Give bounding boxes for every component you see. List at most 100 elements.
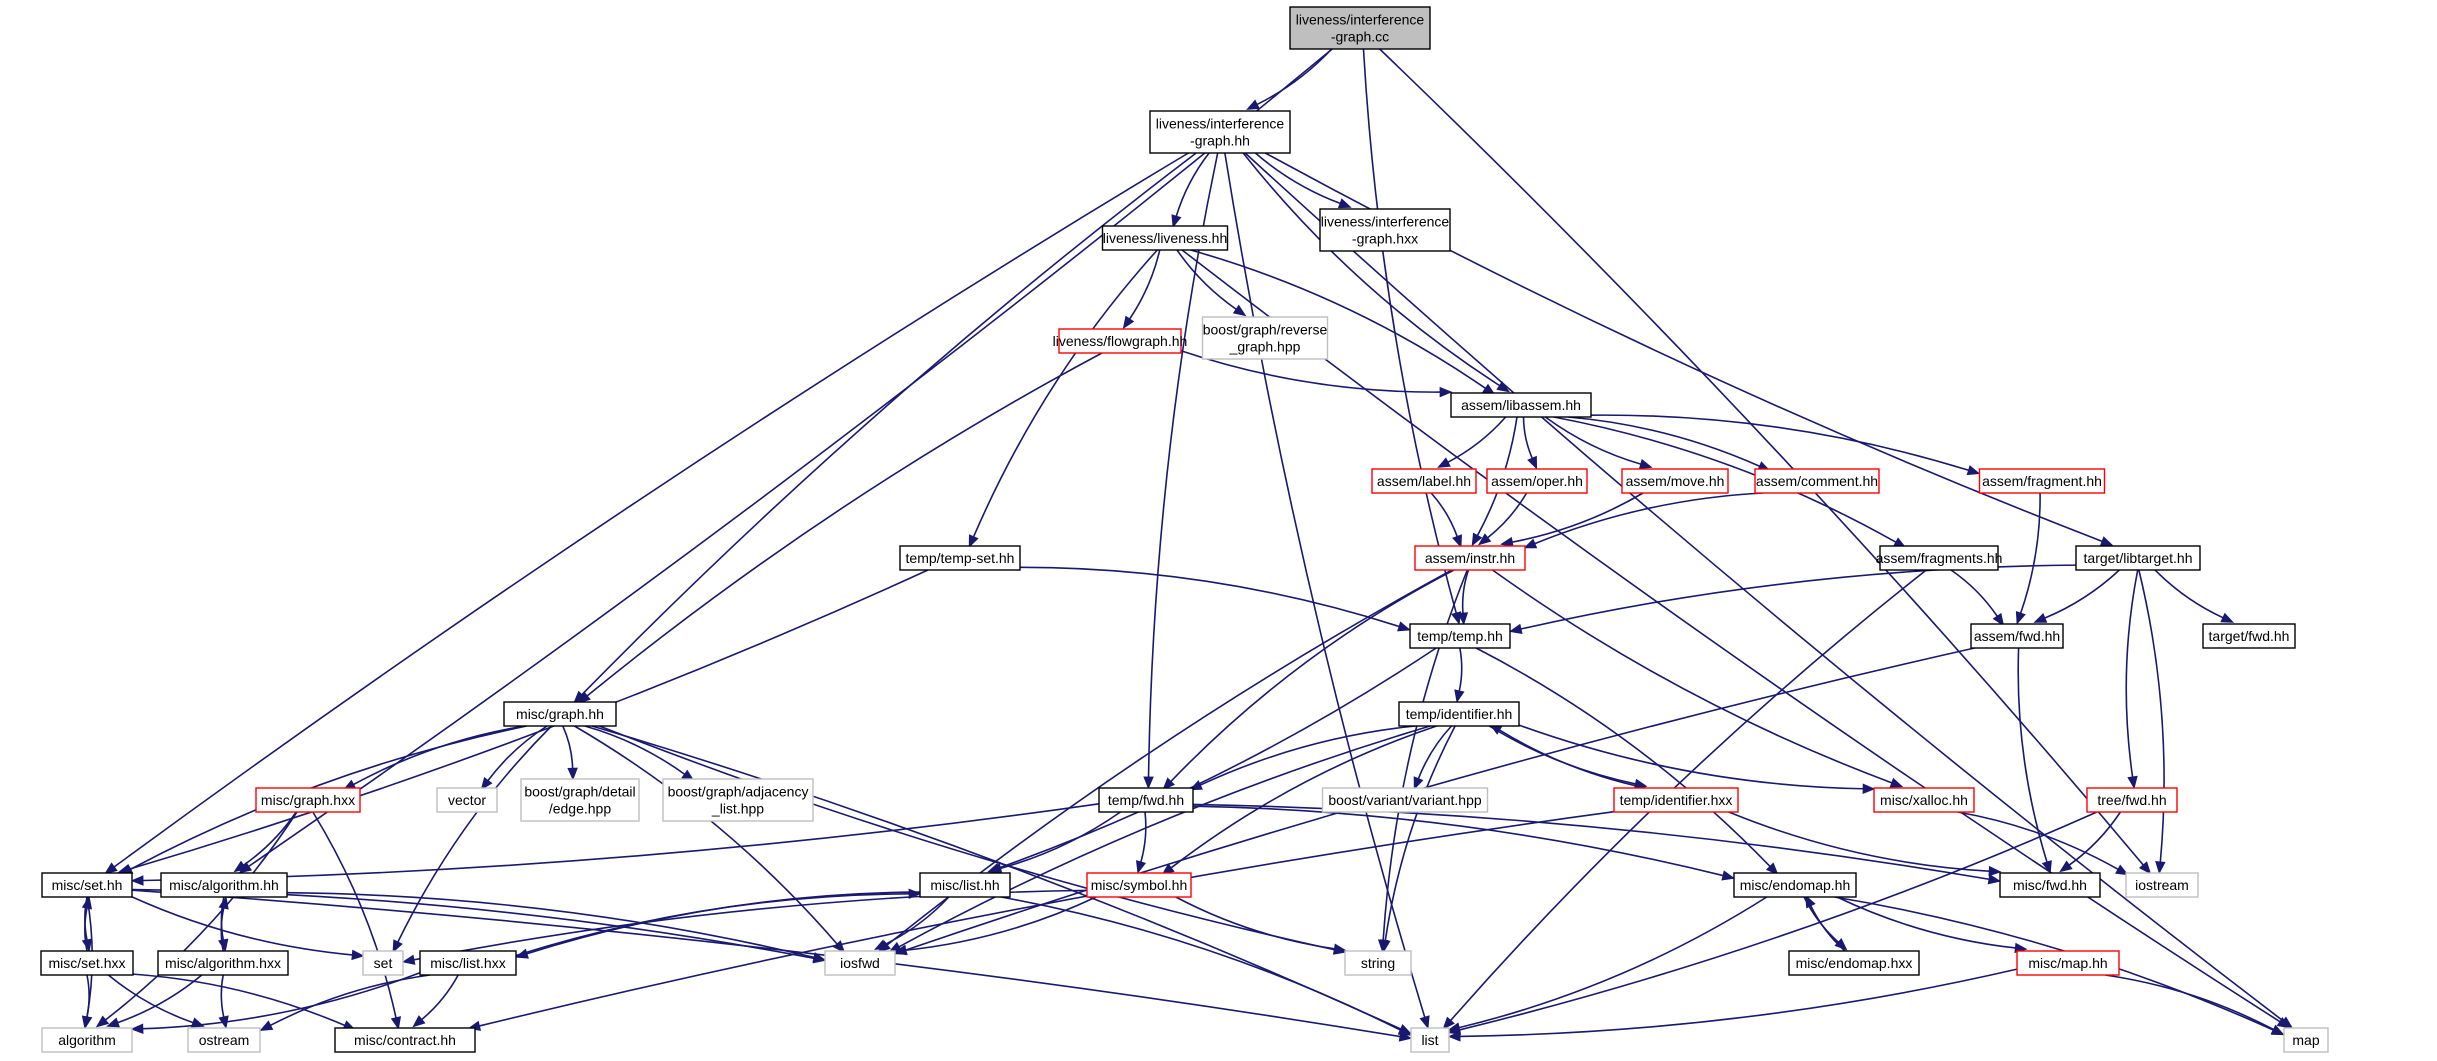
edge-libtarget-hh-to-tree-fwd-hh: [2125, 569, 2139, 790]
edge-temp-set-hh-to-temp-hh: [1019, 566, 1411, 632]
node-label: misc/algorithm.hxx: [165, 955, 281, 971]
file-node-misc-graph-hxx[interactable]: misc/graph.hxx: [255, 787, 361, 813]
node-box: [41, 872, 133, 898]
file-node-instr-hh[interactable]: assem/instr.hh: [1414, 545, 1526, 571]
file-node-temp-set-hh[interactable]: temp/temp-set.hh: [899, 545, 1021, 571]
file-node-ig-hxx[interactable]: liveness/interference-graph.hxx: [1319, 208, 1451, 252]
file-node-label-hh[interactable]: assem/label.hh: [1371, 468, 1477, 494]
edge-misc-set-hh-to-set: [131, 896, 365, 961]
file-node-misc-algorithm-hh[interactable]: misc/algorithm.hh: [160, 872, 288, 898]
file-node-temp-fwd-hh[interactable]: temp/fwd.hh: [1098, 787, 1194, 813]
edge-misc-graph-hxx-to-misc-algorithm-hh: [233, 811, 297, 873]
edge-temp-hh-to-identifier-hh: [1454, 647, 1465, 704]
file-node-misc-symbol-hh[interactable]: misc/symbol.hh: [1086, 872, 1192, 898]
file-node-string: string: [1344, 950, 1412, 976]
node-box: [1754, 468, 1880, 494]
edge-libtarget-hh-to-assem-fwd-hh: [2033, 569, 2120, 623]
file-node-misc-set-hxx[interactable]: misc/set.hxx: [40, 950, 134, 976]
node-label: list: [1421, 1032, 1438, 1048]
node-box: [40, 950, 134, 976]
file-node-identifier-hxx[interactable]: temp/identifier.hxx: [1613, 787, 1739, 813]
file-node-comment-hh[interactable]: assem/comment.hh: [1754, 468, 1880, 494]
edge-misc-set-hxx-to-ostream: [107, 974, 205, 1028]
node-label: string: [1361, 955, 1395, 971]
file-node-xalloc-hh[interactable]: misc/xalloc.hh: [1873, 787, 1975, 813]
file-node-misc-map-hh[interactable]: misc/map.hh: [2016, 950, 2120, 976]
edge-misc-graph-hh-to-vector: [480, 725, 548, 791]
node-box: [1410, 1027, 1450, 1053]
edge-flowgraph-hh-to-misc-graph-hh: [577, 352, 1103, 704]
node-label: liveness/liveness.hh: [1103, 230, 1228, 246]
file-node-move-hh[interactable]: assem/move.hh: [1621, 468, 1729, 494]
edge-identifier-hxx-to-misc-fwd-hh: [1728, 811, 2002, 877]
node-box: [1999, 872, 2101, 898]
node-box: [1201, 316, 1329, 360]
node-box: [1101, 225, 1229, 251]
node-box: [255, 787, 361, 813]
file-node-vector: vector: [436, 787, 498, 813]
file-node-assem-fwd-hh[interactable]: assem/fwd.hh: [1970, 623, 2064, 649]
edge-temp-hh-to-misc-endomap-hh: [1475, 647, 1779, 876]
node-label: assem/oper.hh: [1491, 473, 1583, 489]
file-node-flowgraph-hh[interactable]: liveness/flowgraph.hh: [1053, 328, 1188, 354]
file-node-misc-contract-hh[interactable]: misc/contract.hh: [334, 1027, 476, 1053]
edge-root-to-ig-hh: [1246, 48, 1333, 110]
node-label: assem/comment.hh: [1756, 473, 1878, 489]
edge-libassem-hh-to-comment-hh: [1567, 416, 1771, 472]
edge-flowgraph-hh-to-libassem-hh: [1180, 349, 1453, 398]
edge-tree-fwd-hh-to-misc-fwd-hh: [2059, 811, 2122, 873]
node-label: /edge.hpp: [549, 801, 611, 817]
node-box: [1398, 701, 1520, 727]
node-box: [2202, 623, 2296, 649]
file-node-temp-hh[interactable]: temp/temp.hh: [1409, 623, 1511, 649]
file-node-oper-hh[interactable]: assem/oper.hh: [1486, 468, 1588, 494]
node-box: [1788, 950, 1920, 976]
node-box: [1319, 208, 1451, 252]
file-node-libassem-hh[interactable]: assem/libassem.hh: [1450, 392, 1592, 418]
file-node-target-fwd-hh[interactable]: target/fwd.hh: [2202, 623, 2296, 649]
node-label: -graph.hh: [1190, 133, 1250, 149]
node-label: iostream: [2135, 877, 2189, 893]
node-box: [157, 950, 289, 976]
edge-fragments-hh-to-assem-fwd-hh: [1950, 569, 2005, 627]
edge-misc-graph-hh-to-iosfwd: [574, 725, 846, 954]
file-node-misc-graph-hh[interactable]: misc/graph.hh: [503, 701, 617, 727]
file-node-misc-endomap-hxx[interactable]: misc/endomap.hxx: [1788, 950, 1920, 976]
file-node-identifier-hh[interactable]: temp/identifier.hh: [1398, 701, 1520, 727]
node-box: [2125, 872, 2199, 898]
node-box: [2086, 787, 2178, 813]
file-node-misc-list-hxx[interactable]: misc/list.hxx: [419, 950, 517, 976]
node-label: misc/algorithm.hh: [169, 877, 279, 893]
edge-libassem-hh-to-fragment-hh: [1590, 414, 1981, 476]
node-box: [1098, 787, 1194, 813]
node-box: [1970, 623, 2064, 649]
file-node-root[interactable]: liveness/interference-graph.cc: [1289, 6, 1431, 50]
node-box: [334, 1027, 476, 1053]
node-box: [2283, 1027, 2329, 1053]
file-node-misc-list-hh[interactable]: misc/list.hh: [919, 872, 1011, 898]
file-node-iosfwd: iosfwd: [824, 950, 896, 976]
file-node-libtarget-hh[interactable]: target/libtarget.hh: [2075, 545, 2201, 571]
file-node-misc-endomap-hh[interactable]: misc/endomap.hh: [1733, 872, 1857, 898]
edge-misc-algorithm-hxx-to-ostream: [218, 974, 229, 1030]
edge-misc-set-hxx-to-misc-set-hh: [81, 895, 93, 952]
edge-fragment-hh-to-assem-fwd-hh: [2015, 492, 2041, 625]
edge-libassem-hh-to-oper-hh: [1522, 416, 1538, 470]
edge-misc-graph-hh-to-adjacency-hpp: [584, 725, 695, 782]
edge-misc-endomap-hxx-to-misc-endomap-hh: [1805, 894, 1846, 952]
file-node-fragments-hh[interactable]: assem/fragments.hh: [1876, 545, 2003, 571]
file-node-misc-algorithm-hxx[interactable]: misc/algorithm.hxx: [157, 950, 289, 976]
file-node-misc-fwd-hh[interactable]: misc/fwd.hh: [1999, 872, 2101, 898]
file-node-misc-set-hh[interactable]: misc/set.hh: [41, 872, 133, 898]
edge-xalloc-hh-to-iostream: [1957, 811, 2129, 876]
file-node-tree-fwd-hh[interactable]: tree/fwd.hh: [2086, 787, 2178, 813]
edge-liveness-hh-to-map: [1181, 249, 2291, 1029]
node-label: misc/graph.hxx: [261, 792, 355, 808]
file-node-fragment-hh[interactable]: assem/fragment.hh: [1978, 468, 2106, 494]
node-box: [2075, 545, 2201, 571]
node-box: [1879, 545, 1999, 571]
file-node-liveness-hh[interactable]: liveness/liveness.hh: [1101, 225, 1229, 251]
edge-misc-set-hxx-to-algorithm: [81, 974, 93, 1030]
file-node-ig-hh[interactable]: liveness/interference-graph.hh: [1149, 110, 1291, 154]
edge-misc-graph-hh-to-edge-hpp: [562, 725, 578, 781]
